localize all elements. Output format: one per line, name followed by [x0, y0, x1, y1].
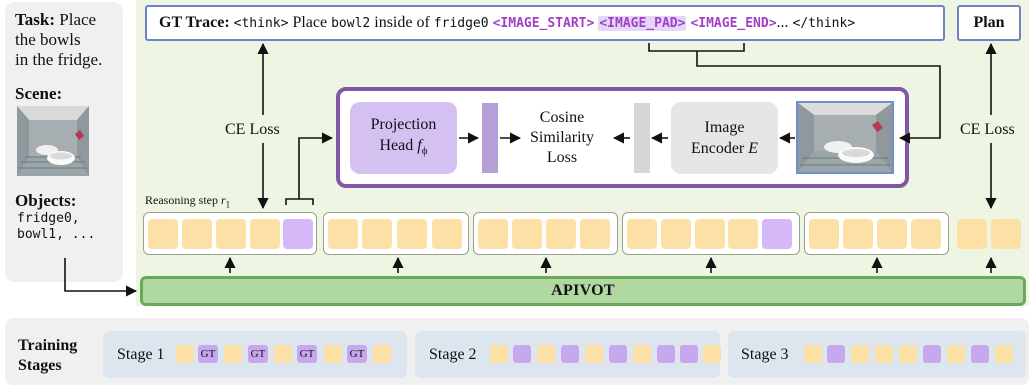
trace-text-1: Place [292, 14, 328, 31]
projection-head-line2: Head fϕ [379, 136, 428, 158]
text-token [875, 345, 893, 363]
plan-token [991, 219, 1021, 249]
task-text-2: the bowls [15, 30, 81, 49]
text-token [843, 219, 873, 249]
encoder-input-image [796, 101, 894, 174]
stage-2-label: Stage 2 [429, 346, 477, 363]
pad-token [513, 345, 531, 363]
text-token [373, 345, 391, 363]
gt-token: GT [248, 345, 268, 363]
cosine-similarity-loss-label: Cosine Similarity Loss [507, 106, 617, 170]
text-token [250, 219, 280, 249]
text-token [328, 219, 358, 249]
image-pad-token: <IMAGE_PAD> [598, 15, 687, 31]
trace-text-2: inside of [374, 14, 430, 31]
cosine-line2: Similarity [530, 129, 594, 146]
task-text-3: in the fridge. [15, 50, 103, 69]
pad-token [827, 345, 845, 363]
text-token [851, 345, 869, 363]
scene-image [17, 106, 89, 176]
image-encoder-line2: Encoder E [690, 140, 759, 157]
pad-token [923, 345, 941, 363]
image-pad-token-tile [762, 219, 792, 249]
projection-head-box: Projection Head fϕ [350, 102, 457, 174]
text-token [432, 219, 462, 249]
gt-token: GT [297, 345, 317, 363]
image-embedding-bar [634, 103, 650, 173]
text-token [216, 219, 246, 249]
trace-ellipsis: ... [776, 14, 789, 31]
cosine-line3: Loss [546, 149, 578, 166]
text-token [397, 219, 427, 249]
objects-label: Objects: [15, 191, 77, 210]
text-token [627, 219, 657, 249]
text-token [633, 345, 651, 363]
trace-bowl: bowl2 [331, 15, 371, 31]
apivot-model-bar: APIVOT [140, 276, 1026, 306]
plan-box: Plan [957, 5, 1021, 41]
task-block: Task: Place the bowls in the fridge. [15, 10, 120, 70]
projection-head-line1: Projection [370, 115, 437, 133]
text-token [148, 219, 178, 249]
gt-token: GT [347, 345, 367, 363]
text-token [809, 219, 839, 249]
text-token [176, 345, 194, 363]
text-token [274, 345, 292, 363]
projected-embedding-bar [482, 103, 498, 173]
image-encoder-line1: Image [704, 119, 745, 136]
pad-token [609, 345, 627, 363]
pad-token [561, 345, 579, 363]
image-end-token: <IMAGE_END> [690, 15, 777, 31]
text-token [537, 345, 555, 363]
objects-line-2: bowl1, ... [17, 227, 96, 242]
text-token [877, 219, 907, 249]
pad-token [680, 345, 698, 363]
text-token [585, 345, 603, 363]
gt-trace-box: GT Trace: <think> Place bowl2 inside of … [145, 5, 945, 41]
text-token [804, 345, 822, 363]
task-text-1: Place [59, 10, 97, 29]
text-token [324, 345, 342, 363]
ce-loss-right: CE Loss [960, 121, 1015, 138]
text-token [728, 219, 758, 249]
text-token [911, 219, 941, 249]
stage-3-label: Stage 3 [741, 346, 789, 363]
text-token [182, 219, 212, 249]
text-token [362, 219, 392, 249]
text-token [224, 345, 242, 363]
plan-token [957, 219, 987, 249]
ce-loss-left: CE Loss [225, 121, 280, 138]
task-label: Task: [15, 10, 56, 29]
pad-token [657, 345, 675, 363]
trace-fridge: fridge0 [433, 15, 489, 31]
text-token [512, 219, 542, 249]
text-token [490, 345, 508, 363]
text-token [478, 219, 508, 249]
pad-token [971, 345, 989, 363]
image-pad-token-tile [283, 219, 313, 249]
cosine-line1: Cosine [539, 109, 585, 126]
reasoning-step-label: Reasoning step r1 [145, 193, 231, 210]
scene-label: Scene: [15, 84, 63, 103]
image-start-token: <IMAGE_START> [492, 15, 595, 31]
text-token [661, 219, 691, 249]
image-encoder-box: Image Encoder E [671, 102, 778, 174]
gt-trace-label: GT Trace: [159, 14, 230, 31]
objects-line-1: fridge0, [17, 211, 80, 226]
stage-1-label: Stage 1 [117, 346, 165, 363]
text-token [580, 219, 610, 249]
text-token [947, 345, 965, 363]
think-close-token: </think> [792, 15, 856, 31]
objects-list: fridge0, bowl1, ... [17, 211, 95, 243]
gt-token: GT [198, 345, 218, 363]
text-token [995, 345, 1013, 363]
text-token [546, 219, 576, 249]
think-open-token: <think> [233, 15, 289, 31]
training-stages-label: Training Stages [18, 337, 78, 374]
text-token [703, 345, 721, 363]
text-token [899, 345, 917, 363]
text-token [695, 219, 725, 249]
